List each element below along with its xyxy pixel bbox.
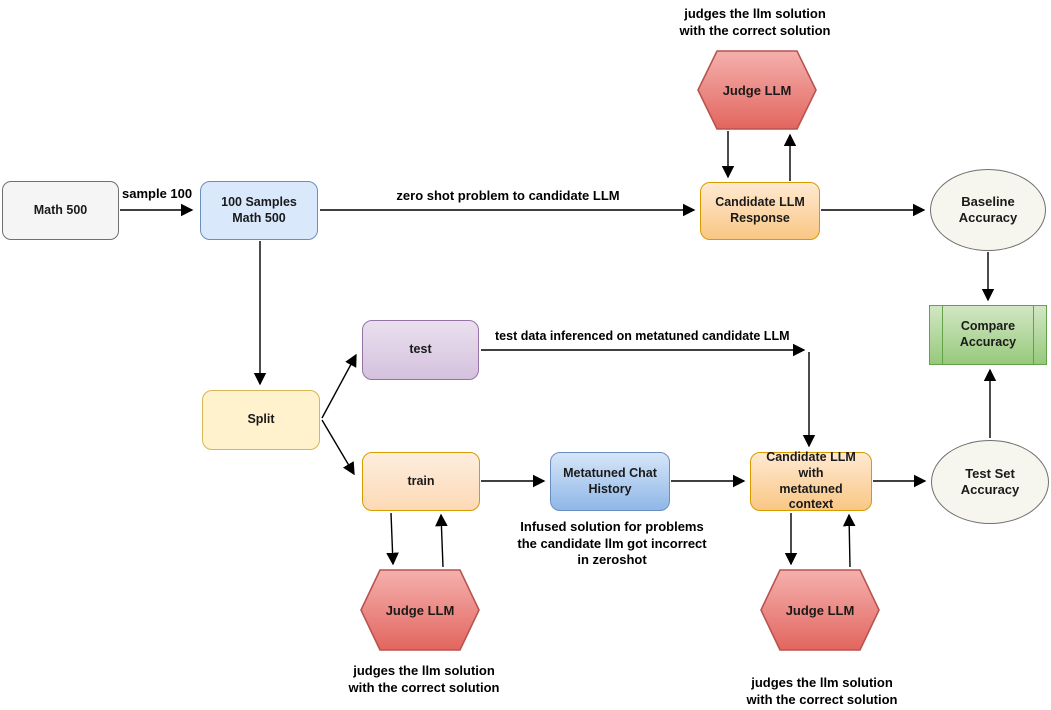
- edge-train-to-judgetrain: [386, 512, 399, 566]
- node-train-label: train: [407, 473, 435, 488]
- node-judge-llm-top-label: Judge LLM: [722, 82, 792, 98]
- process-bar-right: [1033, 306, 1034, 364]
- node-judge-llm-train: Judge LLM: [360, 569, 480, 651]
- caption-infused-solution: Infused solution for problems the candid…: [517, 519, 707, 568]
- node-baseline-accuracy-label: Baseline Accuracy: [958, 193, 1018, 225]
- hexagon-shape: [697, 50, 817, 130]
- node-judge-llm-train-label: Judge LLM: [385, 602, 455, 618]
- node-baseline-accuracy: Baseline Accuracy: [930, 169, 1046, 251]
- node-metatuned-chat-history-label: Metatuned Chat History: [563, 465, 657, 496]
- node-train: train: [362, 452, 480, 511]
- node-judge-llm-top: Judge LLM: [697, 50, 817, 130]
- edge-split-to-train: [321, 419, 355, 476]
- node-test: test: [362, 320, 479, 380]
- edge-label-test-data: test data inferenced on metatuned candid…: [495, 329, 790, 343]
- node-math-500-label: Math 500: [33, 202, 88, 217]
- node-metatuned-chat-history: Metatuned Chat History: [550, 452, 670, 511]
- process-bar-left: [942, 306, 943, 364]
- edge-judgetrain-to-train: [435, 513, 448, 568]
- node-test-set-accuracy-label: Test Set Accuracy: [960, 465, 1020, 497]
- caption-judge-top: judges the llm solution with the correct…: [679, 6, 831, 38]
- caption-judge-metatuned: judges the llm solution with the correct…: [746, 675, 898, 707]
- edge-label-sample-100: sample 100: [122, 186, 193, 201]
- node-compare-accuracy: Compare Accuracy: [929, 305, 1047, 365]
- node-candidate-llm-response: Candidate LLM Response: [700, 182, 820, 240]
- node-candidate-llm-metatuned-label: Candidate LLM with metatuned context: [766, 450, 856, 512]
- node-judge-llm-metatuned-label: Judge LLM: [785, 602, 855, 618]
- edge-split-to-test: [321, 353, 357, 419]
- node-math-500: Math 500: [2, 181, 119, 240]
- node-split-label: Split: [247, 412, 275, 427]
- node-test-label: test: [409, 342, 432, 357]
- edge-judgemeta-to-candidatemeta: [842, 513, 856, 568]
- node-compare-accuracy-label: Compare Accuracy: [959, 319, 1017, 349]
- node-candidate-llm-metatuned: Candidate LLM with metatuned context: [750, 450, 872, 512]
- hexagon-shape: [360, 569, 480, 651]
- node-test-set-accuracy: Test Set Accuracy: [931, 440, 1049, 524]
- caption-judge-train: judges the llm solution with the correct…: [348, 663, 500, 695]
- node-split: Split: [202, 390, 320, 450]
- hexagon-shape: [760, 569, 880, 651]
- edge-label-zero-shot: zero shot problem to candidate LLM: [396, 188, 620, 203]
- node-100-samples: 100 Samples Math 500: [200, 181, 318, 240]
- node-judge-llm-metatuned: Judge LLM: [760, 569, 880, 651]
- node-100-samples-label: 100 Samples Math 500: [221, 194, 297, 225]
- node-candidate-llm-response-label: Candidate LLM Response: [715, 195, 805, 225]
